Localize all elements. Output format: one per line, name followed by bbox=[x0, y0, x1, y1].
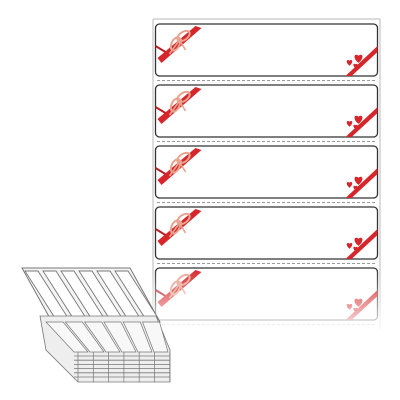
heart-icon bbox=[353, 124, 358, 130]
stack-fold-panel bbox=[141, 321, 169, 353]
heart-icon bbox=[354, 237, 363, 246]
heart-ribbon-icon bbox=[345, 46, 378, 76]
stack-fold-panel bbox=[64, 321, 105, 353]
heart-icon bbox=[354, 54, 363, 63]
stack-fold-block bbox=[39, 315, 171, 383]
heart-icon bbox=[353, 246, 358, 252]
stack-fold-panel bbox=[122, 321, 153, 353]
label bbox=[154, 84, 379, 142]
heart-icon bbox=[346, 121, 353, 127]
bow-ribbon-icon bbox=[154, 87, 202, 124]
heart-ribbon-icon bbox=[345, 107, 378, 137]
ribbon-band bbox=[345, 168, 378, 198]
heart-icon bbox=[346, 182, 353, 188]
bow-ends bbox=[168, 39, 187, 55]
ribbon-tail bbox=[154, 228, 167, 236]
ribbon-tail bbox=[154, 106, 167, 114]
stack-fold-panel bbox=[83, 321, 121, 353]
bow-ribbon-icon bbox=[154, 209, 202, 246]
heart-icon bbox=[346, 243, 353, 249]
ribbon-tail bbox=[154, 45, 167, 53]
stack-label-outline bbox=[114, 270, 159, 319]
label-strip bbox=[140, 18, 400, 338]
heart-icon bbox=[346, 60, 353, 66]
ribbon-tail bbox=[154, 167, 167, 175]
bow-ribbon-icon bbox=[154, 26, 202, 63]
stack-fold-panel bbox=[103, 321, 137, 353]
stack-fold-panel bbox=[45, 321, 89, 353]
bow-ribbon-icon bbox=[154, 148, 202, 185]
label bbox=[154, 206, 379, 264]
ribbon-band bbox=[345, 46, 378, 76]
ribbon-band bbox=[345, 229, 378, 259]
heart-ribbon-icon bbox=[345, 229, 378, 259]
heart-ribbon-icon bbox=[345, 168, 378, 198]
heart-icon bbox=[353, 63, 358, 69]
heart-icon bbox=[354, 176, 363, 185]
bow-ends bbox=[168, 100, 187, 116]
heart-icon bbox=[354, 115, 363, 124]
ribbon-band bbox=[345, 107, 378, 137]
fanfold-label-stack bbox=[21, 267, 171, 383]
label bbox=[154, 145, 379, 203]
label bbox=[154, 23, 379, 81]
bow-ends bbox=[168, 161, 187, 177]
bow-ends bbox=[168, 222, 187, 238]
heart-icon bbox=[353, 185, 358, 191]
strip-fade bbox=[140, 268, 400, 338]
